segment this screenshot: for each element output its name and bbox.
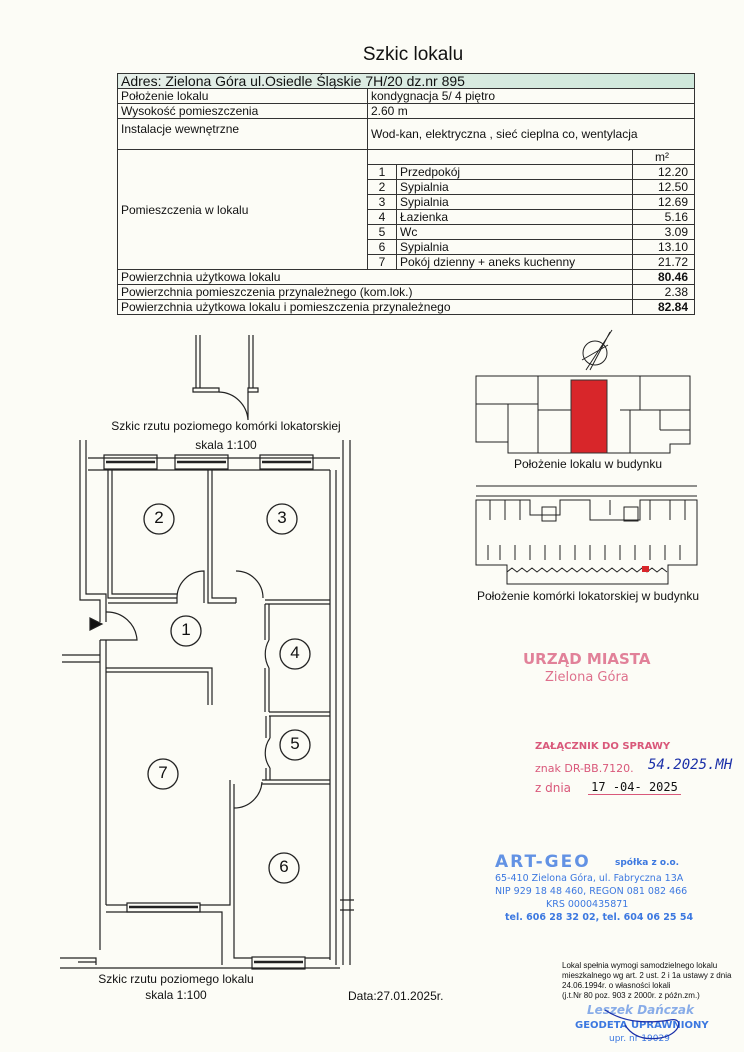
room-marker-2: 2 [154,508,164,527]
surveyor-title: GEODETA UPRAWNIONY [575,1020,709,1031]
room-marker-5: 5 [290,734,300,753]
statement-line: Lokal spełnia wymogi samodzielnego lokal… [562,961,718,970]
north-arrow-icon [581,329,613,371]
page-title: Szkic lokalu [362,44,464,65]
company-address: 65-410 Zielona Góra, ul. Fabryczna 13A [495,873,684,884]
signature [604,1009,680,1040]
flat-highlight [570,379,608,454]
office-stamp-title: URZĄD MIASTA [523,650,651,668]
attachment-stamp: ZAŁĄCZNIK DO SPRAWY [535,741,671,752]
company-phones: tel. 606 28 32 02, tel. 604 06 25 54 [505,912,694,923]
room-marker-1: 1 [181,620,191,639]
office-stamp-city: Zielona Góra [545,670,629,685]
total-label: Powierzchnia pomieszczenia przynależnego… [117,284,633,300]
building-caption: Położenie lokalu w budynku [513,457,663,471]
total-row: Powierzchnia użytkowa lokalu i pomieszcz… [117,299,695,315]
cellar-location-plan [475,485,698,585]
total-value: 82.84 [632,299,695,315]
flat-plan [60,440,354,970]
flat-caption: Szkic rzutu poziomego lokalu [98,972,254,986]
storage-highlight [642,566,649,572]
unit-header: m² [632,149,695,165]
surveyor-name: Leszek Dańczak [587,1003,694,1017]
storage-scale: skala 1:100 [195,438,257,452]
surveyor-licence: upr. nr 19029 [609,1034,670,1044]
address: Adres: Zielona Góra ul.Osiedle Śląskie 7… [117,73,695,89]
reference-handwritten: 54.2025.MH [648,757,733,773]
cellar-caption: Położenie komórki lokatorskiej w budynku [476,589,700,603]
room-marker-7: 7 [158,763,168,782]
total-value: 80.46 [632,269,695,285]
reference-label: znak DR-BB.7120. [535,762,634,775]
date-label: z dnia [535,781,572,795]
company-type: spółka z o.o. [615,858,680,868]
building-location-plan [475,329,691,454]
entrance-arrow-icon [89,617,104,631]
room-marker-6: 6 [279,857,289,876]
room-marker-4: 4 [290,643,300,662]
legal-statement: Lokal spełnia wymogi samodzielnego lokal… [562,961,731,1001]
room-marker-3: 3 [277,508,287,527]
statement-line: mieszkalnego wg art. 2 ust. 2 i 1a ustaw… [562,971,732,980]
date-stamp: 17 -04- 2025 [588,780,681,795]
total-label: Powierzchnia użytkowa lokalu i pomieszcz… [117,299,633,315]
room-area: 13.10 [632,239,695,255]
info-label: Instalacje wewnętrzne [117,118,368,150]
flat-scale: skala 1:100 [145,988,207,1002]
room-markers [143,503,311,884]
storage-cell-plan [192,335,259,421]
company-krs: KRS 0000435871 [546,899,629,910]
statement-line: (j.t.Nr 80 poz. 903 z 2000r. z późn.zm.) [562,991,700,1000]
document-date: Data:27.01.2025r. [348,989,444,1003]
rooms-label: Pomieszczenia w lokalu [117,149,368,270]
total-row: Powierzchnia pomieszczenia przynależnego… [117,284,695,300]
company-logo-text: ART-GEO [495,852,591,872]
premises-table: Adres: Zielona Góra ul.Osiedle Śląskie 7… [117,73,695,315]
company-ids: NIP 929 18 48 460, REGON 081 082 466 [495,886,688,897]
statement-line: 24.06.1994r. o własności lokali [562,981,671,990]
storage-caption: Szkic rzutu poziomego komórki lokatorski… [111,419,341,433]
